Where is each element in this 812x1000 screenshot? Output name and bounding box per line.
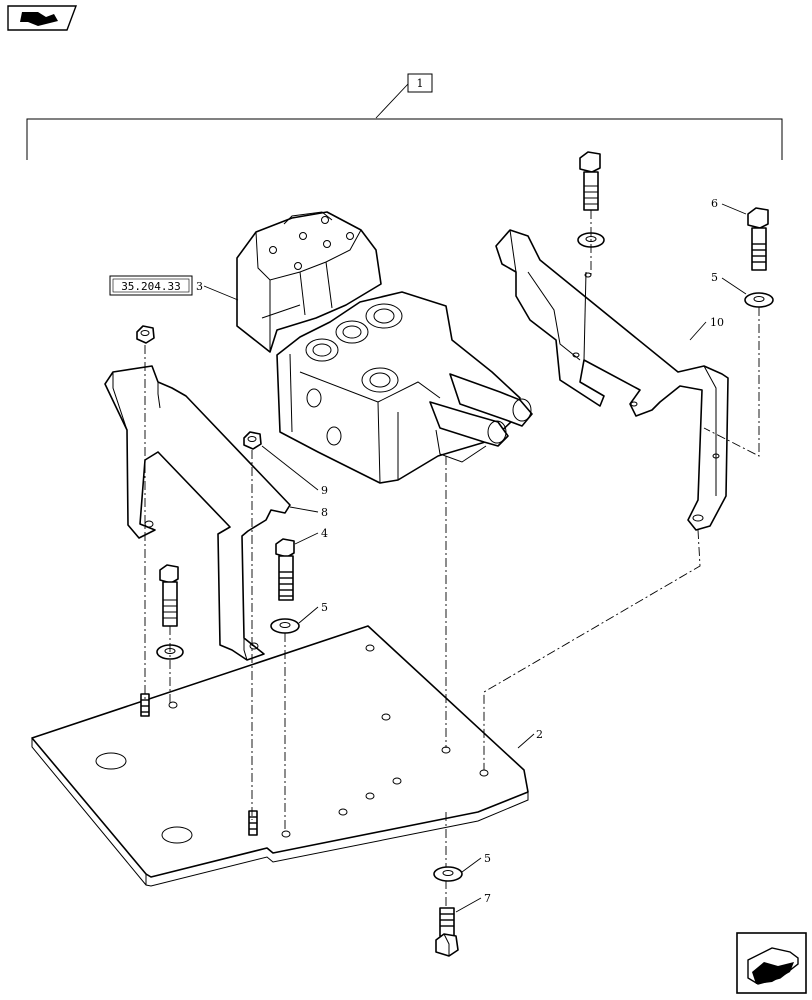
assembly-line-right-2 [483, 529, 701, 770]
assembly-line-right-1 [703, 307, 760, 457]
bolt-left-lower [159, 564, 179, 627]
nut-left-top [136, 325, 155, 344]
bracket-left-label: 8 [321, 506, 328, 519]
valve-reference-label: 35.204.33 [121, 280, 181, 293]
bolt-top-center [579, 151, 601, 211]
washer-bottom [433, 866, 463, 882]
plate-stud-center [248, 810, 258, 836]
valve-reference-box[interactable]: 35.204.33 [109, 275, 193, 296]
valve-label: 3 [196, 280, 203, 293]
bolt-right-label: 6 [711, 197, 718, 210]
assembly-bracket-line [26, 118, 783, 160]
washer-left [270, 618, 300, 634]
washer-right [744, 292, 774, 308]
bolt-bottom [435, 907, 459, 957]
section-arrow-icon[interactable] [7, 5, 78, 31]
control-valve [236, 211, 533, 484]
mounting-plate [31, 625, 529, 887]
left-bracket [104, 365, 291, 661]
washer-left-label: 5 [321, 601, 328, 614]
bracket-right-label: 10 [710, 316, 724, 329]
nut [243, 431, 262, 450]
washer-bottom-label: 5 [484, 852, 491, 865]
plate-label: 2 [536, 728, 543, 741]
right-bracket [495, 229, 729, 531]
next-page-arrow-icon[interactable] [736, 932, 807, 994]
assembly-label: 1 [417, 77, 424, 90]
washer-right-label: 5 [711, 271, 718, 284]
assembly-callout: 1 [375, 73, 433, 119]
bolt-left-label: 4 [321, 527, 328, 540]
nut-label: 9 [321, 484, 328, 497]
bolt-left [275, 538, 295, 601]
bolt-bottom-label: 7 [484, 892, 491, 905]
bolt-right [747, 207, 769, 271]
